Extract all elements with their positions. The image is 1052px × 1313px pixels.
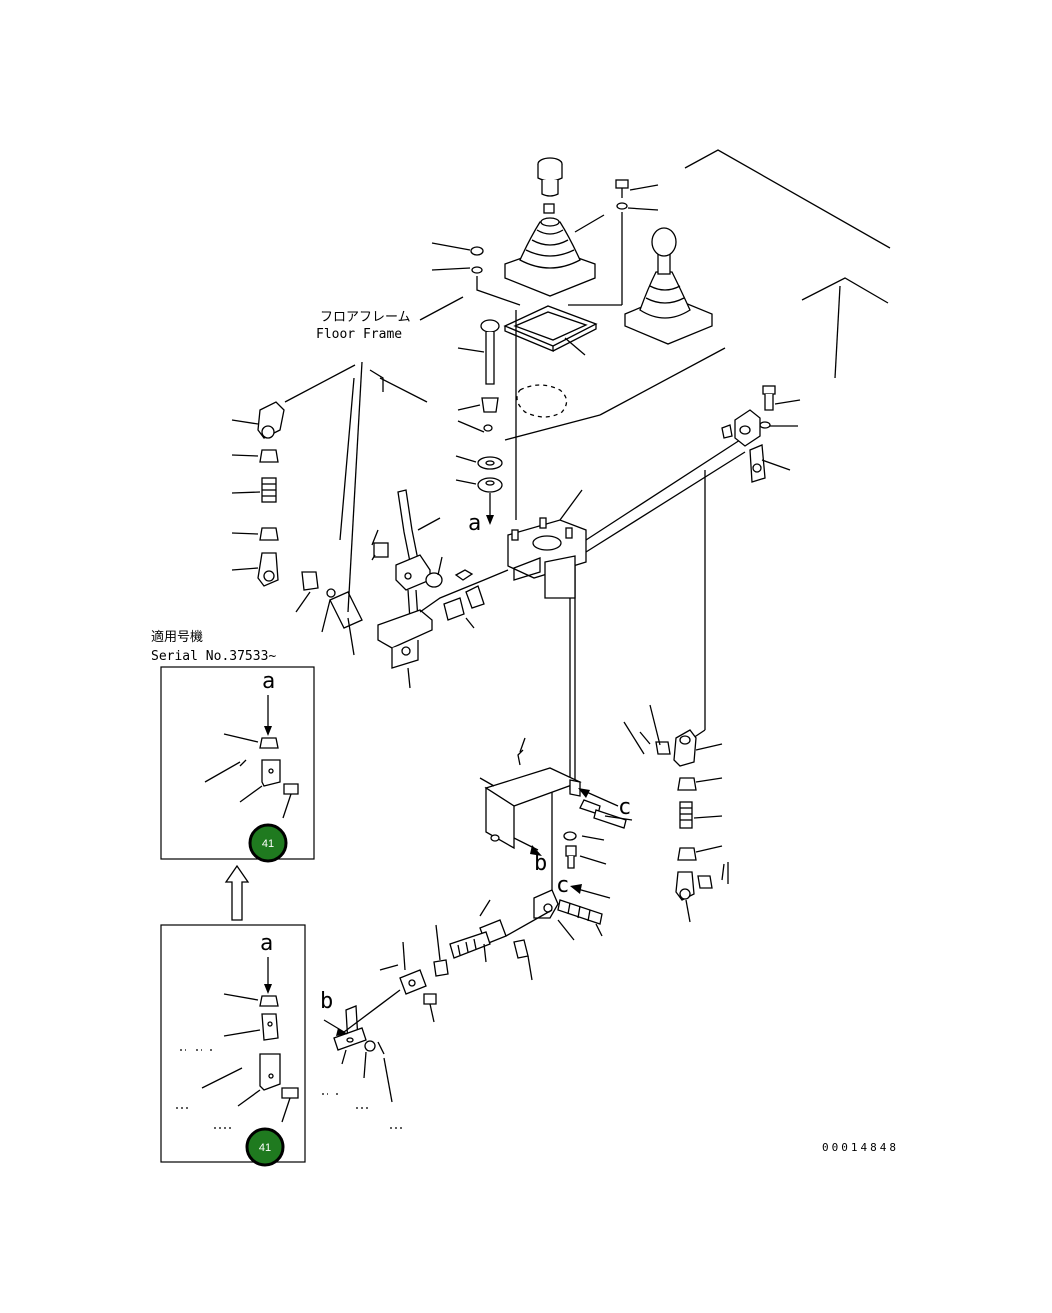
callout-badge-top-circle (248, 823, 288, 863)
floor-frame-outline (369, 149, 891, 441)
callout-badge-bottom-number: 41 (259, 1142, 271, 1154)
marker-c-lower: c (556, 873, 569, 898)
marker-c-upper: c (618, 795, 631, 820)
right-clevis-upper (721, 385, 801, 483)
marker-a-top-inset: a (262, 669, 275, 694)
floor-frame-label-jp: フロアフレーム (320, 310, 411, 325)
right-lever (624, 227, 713, 345)
lower-right-rod-end-stack (623, 704, 729, 923)
gear-outline (516, 384, 568, 418)
long-shaft (559, 439, 746, 553)
long-bolt (455, 319, 503, 525)
lower-linkage (323, 889, 603, 1103)
serial-label-en: Serial No.37533~ (151, 649, 276, 664)
top-bolts (470, 179, 629, 306)
serial-label-jp: 適用号機 (151, 629, 203, 645)
main-bracket (507, 517, 587, 599)
callout-badge-top-number: 41 (262, 838, 274, 850)
marker-a-main: a (468, 511, 481, 536)
dash-marks (322, 1093, 404, 1129)
floor-frame-label-en: Floor Frame (316, 327, 402, 342)
marker-b-linkage: b (320, 989, 333, 1014)
leader-lines-top (419, 184, 659, 356)
marker-a-bottom-inset: a (260, 931, 273, 956)
left-lever-boot (504, 217, 596, 297)
left-lever-knob (537, 157, 563, 214)
top-inset-box (160, 666, 315, 860)
callout-badge-bottom-circle (245, 1127, 285, 1167)
callout-badge-bottom: 41 (245, 1127, 285, 1167)
callout-badge-top: 41 (248, 823, 288, 863)
center-lever-assembly (295, 361, 509, 689)
vertical-rods (515, 310, 706, 900)
upper-left-rod-end-stack (231, 364, 356, 587)
document-number: 00014848 (822, 1141, 899, 1154)
boot-plate (503, 305, 598, 352)
c-arrows (570, 788, 619, 899)
marker-b-lower: b (534, 851, 547, 876)
bottom-inset-box (160, 924, 306, 1163)
inset-arrow-up (224, 864, 250, 921)
lower-bracket (479, 737, 633, 869)
